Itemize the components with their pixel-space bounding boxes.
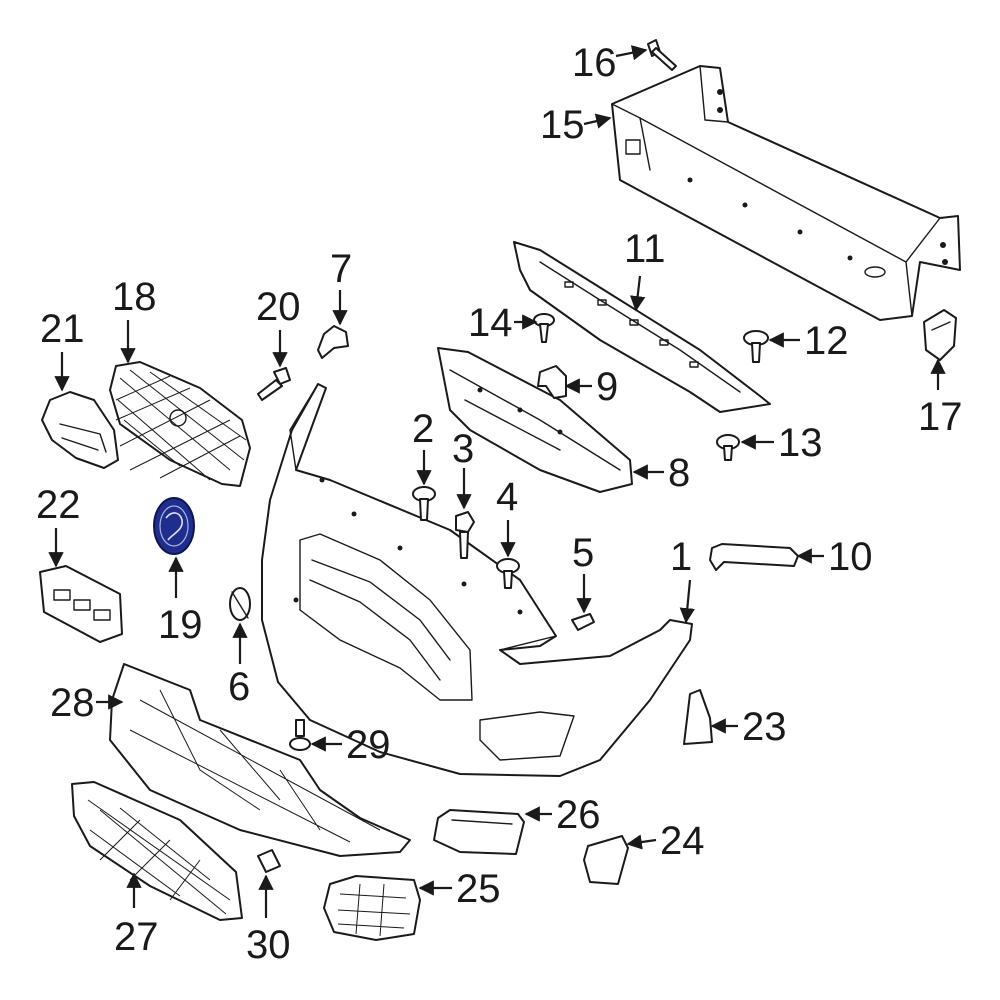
part-emblem[interactable] (153, 497, 195, 555)
part-bolt-16[interactable] (647, 39, 677, 71)
part-bumper-cover[interactable] (261, 383, 693, 777)
callout-13: 13 (778, 421, 823, 465)
part-side-cover-23[interactable] (683, 689, 713, 745)
callout-10: 10 (828, 535, 873, 579)
part-bracket-17[interactable] (923, 309, 957, 361)
part-screw-13[interactable] (716, 434, 740, 461)
part-lower-absorber[interactable] (437, 347, 633, 493)
callout-28: 28 (50, 681, 95, 725)
callout-15: 15 (540, 103, 585, 147)
callout-25: 25 (456, 867, 501, 911)
callout-9: 9 (596, 365, 618, 409)
leader-1 (679, 579, 695, 624)
callout-1: 1 (670, 535, 692, 579)
callout-18: 18 (112, 275, 157, 319)
leader-24 (626, 834, 657, 850)
part-undertray[interactable] (109, 663, 411, 857)
part-bolt-20[interactable] (257, 367, 291, 401)
callout-17: 17 (918, 395, 963, 439)
part-push-pin-2[interactable] (412, 486, 436, 521)
part-bolt-3[interactable] (455, 511, 475, 559)
callout-7: 7 (330, 247, 352, 291)
callout-11: 11 (624, 227, 666, 271)
callout-16: 16 (572, 41, 617, 85)
callout-22: 22 (36, 483, 81, 527)
part-clip-30[interactable] (257, 849, 281, 873)
callout-20: 20 (256, 285, 301, 329)
callout-12: 12 (804, 319, 849, 363)
part-fog-insert-22[interactable] (39, 565, 123, 643)
callout-19: 19 (158, 603, 203, 647)
leader-15 (583, 113, 612, 129)
leader-16 (615, 45, 648, 61)
part-side-bracket-10[interactable] (709, 543, 799, 571)
part-lower-vent-25[interactable] (323, 875, 421, 941)
part-push-pin-14[interactable] (533, 313, 555, 343)
leader-lines (48, 45, 946, 918)
part-fastener-29[interactable] (289, 719, 311, 751)
part-cap-6[interactable] (229, 587, 251, 621)
part-upper-absorber[interactable] (513, 241, 771, 413)
callout-24: 24 (660, 819, 705, 863)
callout-26: 26 (556, 793, 601, 837)
callout-27: 27 (114, 915, 159, 959)
callout-6: 6 (228, 665, 250, 709)
part-push-pin-4[interactable] (496, 558, 520, 589)
callout-23: 23 (742, 705, 787, 749)
callout-14: 14 (468, 301, 513, 345)
callout-8: 8 (668, 451, 690, 495)
callout-5: 5 (572, 531, 594, 575)
part-bracket-26[interactable] (433, 809, 525, 855)
callout-4: 4 (496, 475, 518, 519)
callout-29: 29 (346, 723, 391, 767)
callout-3: 3 (452, 427, 474, 471)
part-push-pin-12[interactable] (743, 330, 769, 363)
callout-30: 30 (246, 923, 291, 967)
part-clip-9[interactable] (537, 365, 567, 399)
part-washer-cap-5[interactable] (571, 613, 595, 631)
part-grille[interactable] (109, 361, 251, 487)
callout-labels: 1 2 3 4 5 6 7 8 9 10 11 12 13 14 15 16 1… (36, 41, 963, 967)
part-fog-cover-21[interactable] (41, 391, 119, 469)
part-lower-grille[interactable] (71, 781, 243, 921)
callout-21: 21 (40, 307, 85, 351)
leader-11 (629, 275, 646, 312)
part-reinforcement-beam[interactable] (611, 65, 961, 321)
callout-2: 2 (412, 407, 434, 451)
part-bracket-7[interactable] (317, 325, 349, 359)
part-bracket-24[interactable] (583, 835, 629, 885)
